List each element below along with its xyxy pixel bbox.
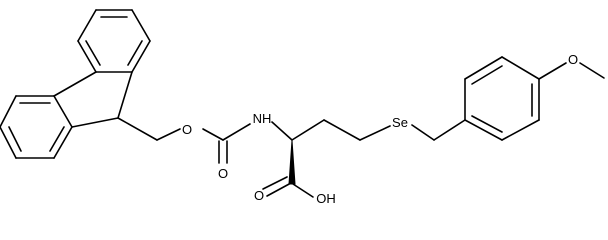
bond-se-ch2 [411,124,435,141]
stereo-wedge-bond [288,139,296,185]
methoxy-oxygen-label: O [568,52,578,67]
atom-labels: O O NH Se O O OH [182,52,578,206]
carbonyl-oxygen-label: O [218,166,228,181]
bond-ch2-aryl [433,119,466,141]
bond-ch2-o [156,128,181,141]
selenium-label: Se [392,115,408,130]
methoxyphenyl-ring [464,56,605,141]
fluorene-ring-system [0,9,151,159]
fluorene-lower-benzene-ring [0,95,73,159]
bond-c9-ch2 [117,117,158,141]
bond-n-alpha-c [271,121,293,141]
amine-nitrogen-label: NH [253,111,272,126]
ester-oxygen-label: O [182,122,192,137]
molecular-structure-diagram: O O NH Se O O OH [0,9,605,206]
fluorene-five-membered-ring [53,71,133,128]
bond-acid-c-oh [292,183,314,198]
bond-o-methyl [579,62,605,79]
bond-o-carbonyl-c [202,128,224,141]
amino-acid-backbone [262,119,466,198]
carbamate-linker [117,117,293,164]
fluorene-upper-benzene-ring [77,9,151,73]
bond-carbonyl-c-n [222,123,251,141]
bond-beta-gamma [323,119,361,141]
bond-gamma-se [359,125,391,141]
bond-aryl-o [538,62,567,80]
acid-carbonyl-oxygen-label: O [254,188,264,203]
bond-alpha-beta [291,119,325,141]
hydroxyl-label: OH [316,191,336,206]
bond-acid-double-b [262,176,288,190]
bond-acid-double-a [266,182,292,197]
